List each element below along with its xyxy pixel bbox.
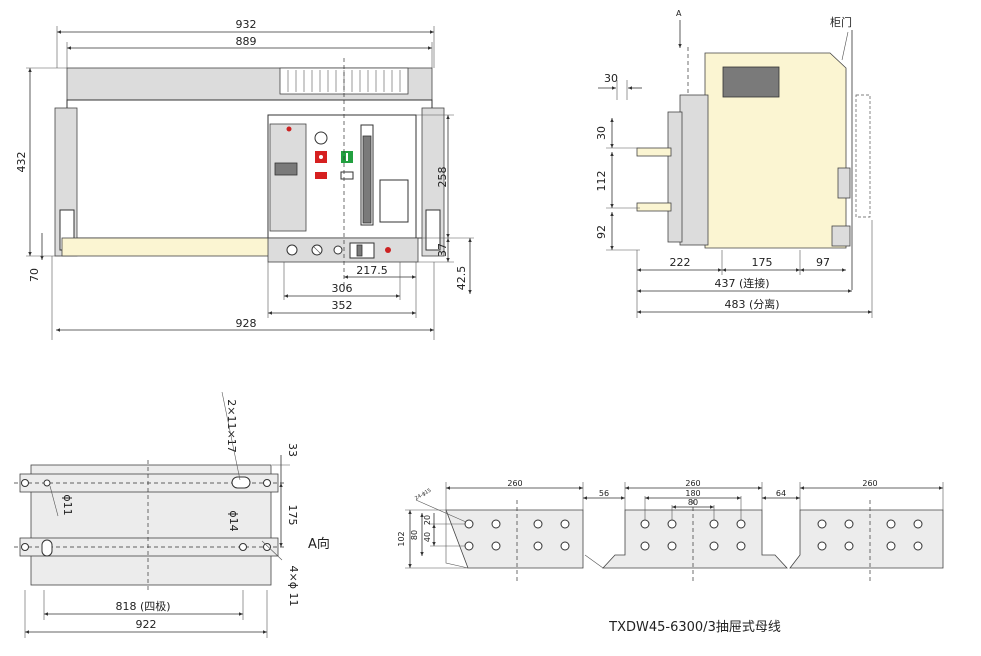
busbar-dim-40: 40 xyxy=(423,532,432,542)
display-window xyxy=(274,162,298,176)
hole-3 xyxy=(21,543,29,551)
hole-2 xyxy=(263,479,271,487)
dim-42-5: 42.5 xyxy=(455,266,468,291)
side-foot xyxy=(831,225,851,247)
status-indicator xyxy=(315,172,327,179)
dim-175: 175 xyxy=(752,256,773,269)
racking-hole xyxy=(286,244,298,256)
right-rail xyxy=(425,209,441,251)
dim-258: 258 xyxy=(436,167,449,188)
terminal-block-slots xyxy=(287,70,401,92)
arrow-a-label: A xyxy=(676,9,682,18)
rear-terminal-block xyxy=(679,94,709,246)
busbar-holes-note: 24-ϕ15 xyxy=(414,488,432,502)
dim-437: 437 (连接) xyxy=(714,277,769,290)
dim-352: 352 xyxy=(332,299,353,312)
busbar-dim-80-v: 80 xyxy=(410,530,419,540)
dim-483: 483 (分离) xyxy=(724,297,779,311)
rear-plate xyxy=(667,111,683,243)
slot-top xyxy=(231,476,251,489)
spring-indicator xyxy=(340,171,354,180)
busbar-gap-64: 64 xyxy=(776,489,786,498)
busbar-dim-20: 20 xyxy=(423,515,432,525)
upper-bus-terminal xyxy=(636,147,672,157)
dim-175-mount: 175 xyxy=(286,505,299,526)
phi-14: ϕ14 xyxy=(227,510,240,531)
view-a-label: A向 xyxy=(308,536,330,552)
position-led xyxy=(385,247,391,253)
busbar-3 xyxy=(789,509,944,569)
dim-432: 432 xyxy=(15,152,28,173)
nameplate xyxy=(379,179,409,223)
dim-112: 112 xyxy=(595,171,608,192)
controller-panel xyxy=(269,123,307,232)
busbar-view: 260 56 260 180 80 64 260 102 80 40 20 24… xyxy=(397,479,944,635)
dim-928: 928 xyxy=(236,317,257,330)
dim-37: 37 xyxy=(436,243,449,257)
base-plate xyxy=(61,237,273,257)
dim-97: 97 xyxy=(816,256,830,269)
phi-11: ϕ11 xyxy=(61,494,74,515)
lower-bus-terminal xyxy=(636,202,672,212)
busbar-dim-80: 80 xyxy=(688,498,698,507)
slot-label: 2×11×17 xyxy=(225,399,238,452)
handle xyxy=(362,135,372,224)
busbar-holes xyxy=(464,519,923,551)
hole-1 xyxy=(21,479,29,487)
reset-button xyxy=(314,131,328,145)
dim-217-5: 217.5 xyxy=(356,264,388,277)
dim-30-left: 30 xyxy=(595,126,608,140)
side-window xyxy=(722,66,780,98)
busbar-dim-260-3: 260 xyxy=(862,479,877,488)
hole-4 xyxy=(263,543,271,551)
busbar-dim-102: 102 xyxy=(397,531,406,546)
busbar-dim-180: 180 xyxy=(685,489,700,498)
dim-30-top: 30 xyxy=(604,72,618,85)
holes-4xphi11: 4×ϕ 11 xyxy=(287,566,300,607)
front-view: 932 889 432 70 258 37 42.5 217.5 306 352 xyxy=(15,18,474,340)
busbar-caption: TXDW45-6300/3抽屉式母线 xyxy=(608,620,781,635)
dim-222: 222 xyxy=(670,256,691,269)
dim-306: 306 xyxy=(332,282,353,295)
busbar-1 xyxy=(445,509,584,569)
busbar-gap-56: 56 xyxy=(599,489,609,498)
side-view: A 柜门 30 30 112 92 222 xyxy=(595,9,873,318)
dim-932: 932 xyxy=(236,18,257,31)
indicator-led xyxy=(286,126,292,132)
dim-92: 92 xyxy=(595,225,608,239)
dim-818: 818 (四极) xyxy=(115,599,170,613)
slot-bottom xyxy=(41,539,53,557)
busbar-dim-260-1: 260 xyxy=(507,479,522,488)
lock-hole xyxy=(333,245,343,255)
dim-889: 889 xyxy=(236,35,257,48)
dim-70: 70 xyxy=(28,268,41,282)
side-handle xyxy=(837,167,851,199)
busbar-dim-260-2: 260 xyxy=(685,479,700,488)
door-label: 柜门 xyxy=(830,15,852,29)
dim-33: 33 xyxy=(286,443,299,457)
dim-922: 922 xyxy=(136,618,157,631)
mounting-view: 2×11×17 33 175 ϕ11 ϕ14 4×ϕ 11 818 (四极) 9… xyxy=(14,391,330,638)
busbar-2 xyxy=(602,509,788,569)
